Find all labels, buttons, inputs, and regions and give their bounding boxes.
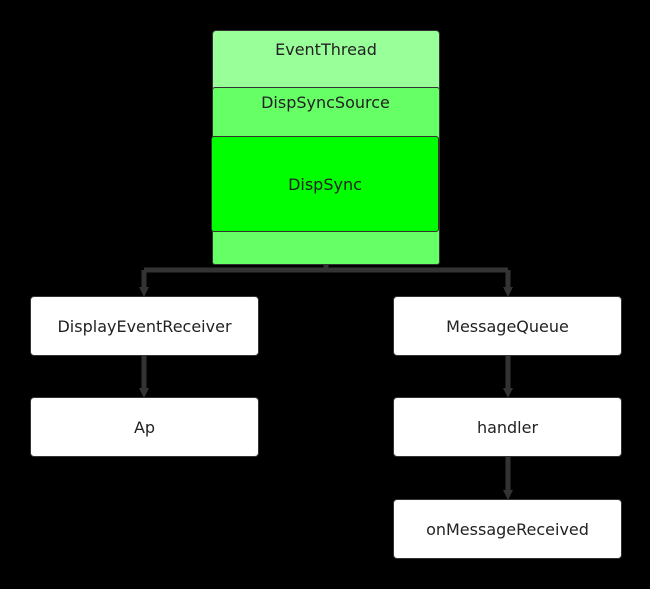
ap-node: Ap xyxy=(30,397,259,457)
handler-node: handler xyxy=(393,397,622,457)
message-queue-label: MessageQueue xyxy=(446,316,569,336)
on-message-received-node: onMessageReceived xyxy=(393,499,622,559)
message-queue-node: MessageQueue xyxy=(393,296,622,356)
display-event-receiver-node: DisplayEventReceiver xyxy=(30,296,259,356)
disp-sync-node: DispSync xyxy=(211,136,439,232)
disp-sync-label: DispSync xyxy=(288,174,362,194)
event-thread-label: EventThread xyxy=(275,40,377,59)
event-thread-node: EventThread DispSyncSource DispSync xyxy=(211,30,440,265)
disp-sync-source-label: DispSyncSource xyxy=(261,93,390,112)
handler-label: handler xyxy=(476,417,539,437)
ap-label: Ap xyxy=(133,417,156,437)
on-message-received-label: onMessageReceived xyxy=(426,519,589,539)
display-event-receiver-label: DisplayEventReceiver xyxy=(57,316,232,336)
disp-sync-source-node: DispSyncSource DispSync xyxy=(211,87,440,265)
